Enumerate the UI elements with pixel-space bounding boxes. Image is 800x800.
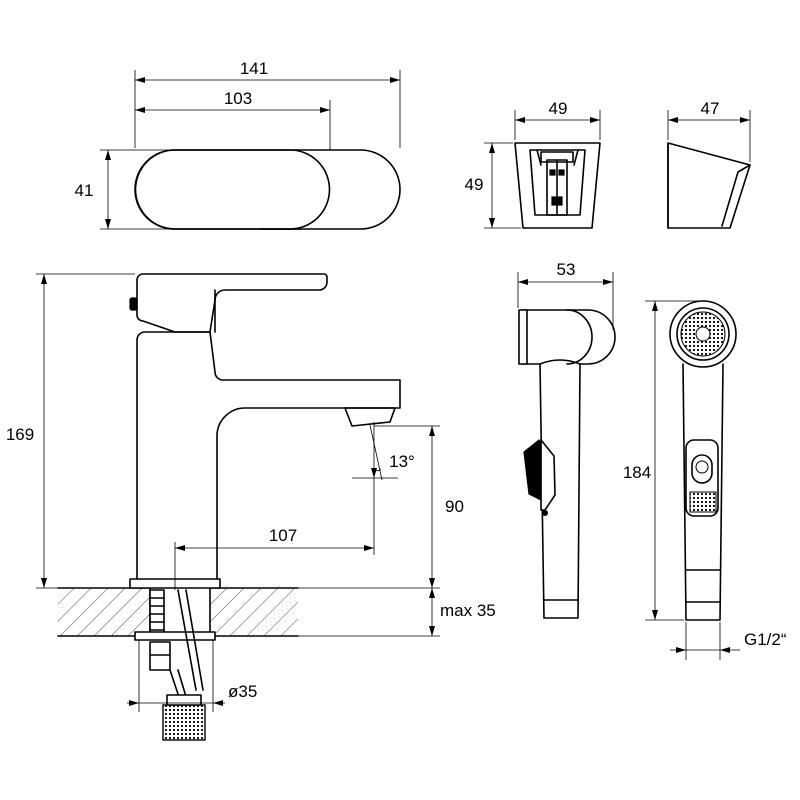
holder-front-view [514,142,601,229]
dim-41-label: 41 [75,181,94,200]
dim-90-label: 90 [445,497,464,516]
dimension-holder-47: 47 [667,99,751,162]
dim-holder-side-label: 47 [701,99,720,118]
dimension-141: 141 [134,59,401,148]
dim-107-label: 107 [269,526,297,545]
faucet-side-view [57,273,401,741]
dim-13-label: 13° [389,452,415,471]
dim-103-label: 103 [224,89,252,108]
hand-spray-front-view [669,300,737,621]
dimension-max-35: max 35 [298,588,496,637]
dim-max35-label: max 35 [440,601,496,620]
dimension-107: 107 [174,422,375,590]
dimension-53: 53 [517,260,614,330]
dimension-holder-49-width: 49 [514,99,601,140]
dim-g12-label: G1/2“ [744,630,787,649]
dim-holder-height-label: 49 [465,175,484,194]
dimension-holder-49-height: 49 [465,142,521,229]
dim-53-label: 53 [557,260,576,279]
dimension-103: 103 [135,89,331,150]
dimension-90: 90 [298,425,464,589]
dimension-41: 41 [75,149,175,230]
dim-184-label: 184 [623,463,651,482]
dim-holder-width-label: 49 [549,99,568,118]
dim-diam35-label: ø35 [228,682,257,701]
dimension-g12: G1/2“ [670,622,787,660]
dimension-184: 184 [623,300,700,621]
hand-spray-side-view [518,309,616,619]
faucet-top-view [134,149,401,230]
holder-side-view [667,142,751,229]
dimension-diameter-35: ø35 [127,640,257,712]
dimension-13-degree: 13° [352,424,415,481]
dim-169-label: 169 [6,425,34,444]
dim-141-label: 141 [240,59,268,78]
dimension-169: 169 [6,273,135,589]
